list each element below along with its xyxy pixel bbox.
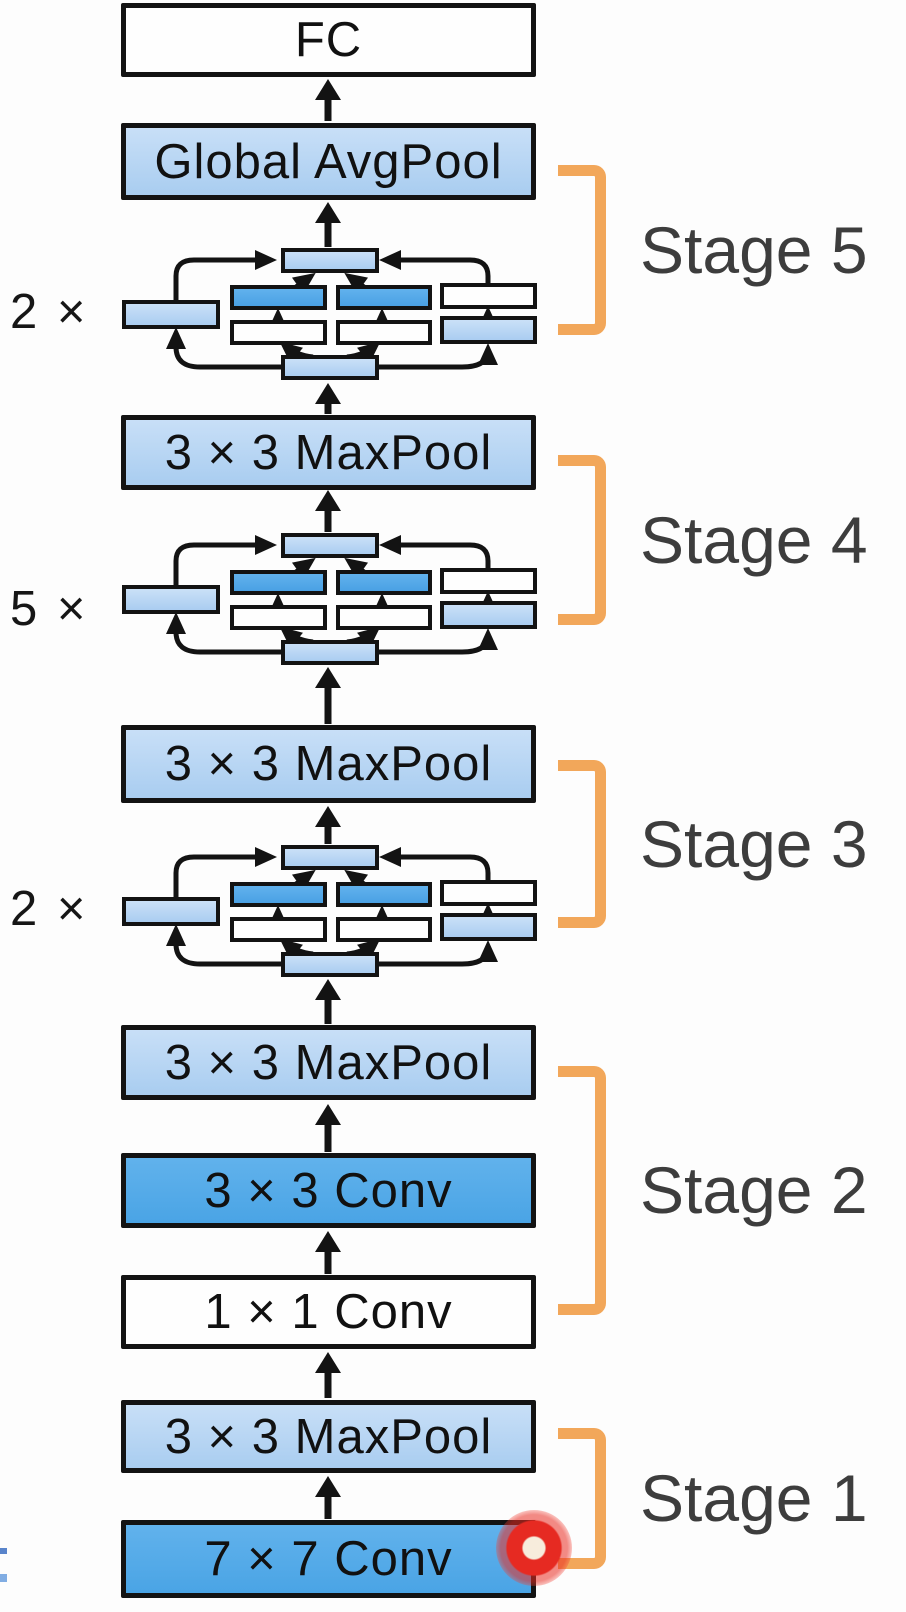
- flow-arrow-up: [305, 1476, 351, 1519]
- stage-bracket-3: [558, 760, 606, 928]
- flow-arrow-up: [305, 806, 351, 844]
- layer-box-conv3x3: 3 × 3 Conv: [121, 1153, 536, 1228]
- flow-arrow-up: [305, 1352, 351, 1398]
- inception-block-cluster-stage5: [120, 248, 535, 380]
- inception-block-cluster-stage4: [120, 533, 535, 665]
- edge-artifact: [0, 1548, 7, 1554]
- layer-box-maxpool-stage2: 3 × 3 MaxPool: [121, 1025, 536, 1100]
- flow-arrow-up: [305, 202, 351, 247]
- layer-box-maxpool-stage3: 3 × 3 MaxPool: [121, 725, 536, 803]
- repeat-multiplier-stage5: 2 ×: [10, 285, 89, 339]
- stage-label-5: Stage 5: [640, 213, 868, 287]
- repeat-multiplier-stage4: 5 ×: [10, 582, 89, 636]
- stage-label-4: Stage 4: [640, 503, 868, 577]
- edge-artifact: [0, 1574, 7, 1582]
- layer-box-fc: FC: [121, 3, 536, 77]
- stage-bracket-2: [558, 1066, 606, 1315]
- stage-bracket-5: [558, 165, 606, 335]
- flow-arrow-up: [305, 1104, 351, 1152]
- flow-arrow-up: [305, 979, 351, 1024]
- stage-bracket-4: [558, 455, 606, 625]
- stage-bracket-1: [558, 1428, 606, 1569]
- layer-box-conv1x1: 1 × 1 Conv: [121, 1275, 536, 1349]
- flow-arrow-up: [305, 79, 351, 121]
- flow-arrow-up: [305, 1231, 351, 1274]
- click-indicator: [496, 1510, 572, 1586]
- inception-block-cluster-stage3: [120, 845, 535, 977]
- flow-arrow-up: [305, 383, 351, 414]
- repeat-multiplier-stage3: 2 ×: [10, 882, 89, 936]
- layer-box-maxpool-stage1: 3 × 3 MaxPool: [121, 1400, 536, 1473]
- layer-box-conv7x7: 7 × 7 Conv: [121, 1520, 536, 1598]
- stage-label-1: Stage 1: [640, 1461, 868, 1535]
- stage-label-2: Stage 2: [640, 1153, 868, 1227]
- flow-arrow-up: [305, 490, 351, 532]
- flow-arrow-up: [305, 667, 351, 724]
- stage-label-3: Stage 3: [640, 807, 868, 881]
- layer-box-global-avgpool: Global AvgPool: [121, 123, 536, 200]
- layer-box-maxpool-stage4: 3 × 3 MaxPool: [121, 415, 536, 490]
